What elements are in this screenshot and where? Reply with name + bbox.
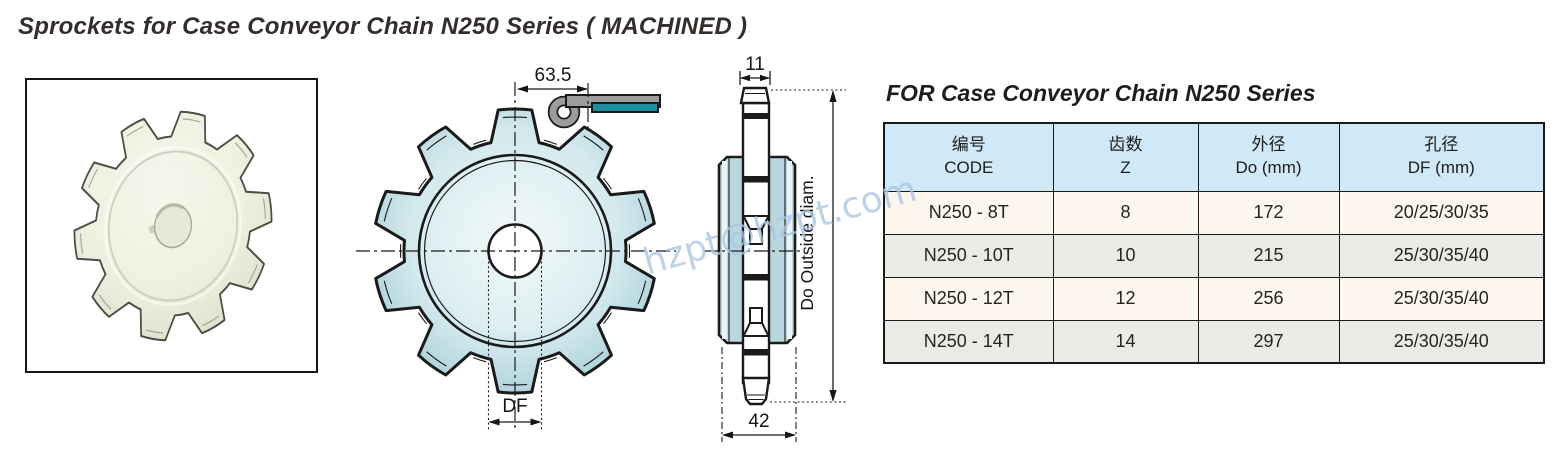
chain-link-attachment bbox=[547, 83, 661, 129]
cell-bore-diameter: 25/30/35/40 bbox=[1338, 276, 1545, 321]
col-header-code-en: CODE bbox=[944, 158, 994, 178]
table-row: N250 - 12T 12 256 25/30/35/40 bbox=[883, 276, 1545, 321]
dim-df-label: DF bbox=[502, 396, 527, 417]
cell-code: N250 - 10T bbox=[883, 233, 1054, 278]
technical-drawing: 63.5 DF bbox=[356, 54, 846, 442]
dim-63-5: 63.5 bbox=[517, 65, 588, 93]
col-header-bore-diameter-en: DF (mm) bbox=[1407, 158, 1475, 178]
cell-outer-diameter: 172 bbox=[1197, 190, 1340, 235]
dim-63-5-label: 63.5 bbox=[535, 65, 572, 86]
cell-teeth: 14 bbox=[1052, 319, 1199, 364]
col-header-outer-diameter: 外径 Do (mm) bbox=[1197, 122, 1340, 192]
col-header-teeth-zh: 齿数 bbox=[1108, 135, 1143, 155]
spec-table-header: 编号 CODE 齿数 Z 外径 Do (mm) 孔径 DF (mm) bbox=[883, 122, 1545, 192]
dim-42-label: 42 bbox=[748, 411, 769, 432]
sprocket-side-view bbox=[704, 86, 801, 406]
cell-bore-diameter: 20/25/30/35 bbox=[1338, 190, 1545, 235]
table-heading: FOR Case Conveyor Chain N250 Series bbox=[886, 80, 1316, 106]
cell-code: N250 - 14T bbox=[883, 319, 1054, 364]
cell-code: N250 - 12T bbox=[883, 276, 1054, 321]
col-header-teeth: 齿数 Z bbox=[1052, 122, 1199, 192]
table-row: N250 - 10T 10 215 25/30/35/40 bbox=[883, 233, 1545, 278]
cell-code: N250 - 8T bbox=[883, 190, 1054, 235]
dim-11: 11 bbox=[739, 54, 771, 85]
cell-outer-diameter: 215 bbox=[1197, 233, 1340, 278]
table-row: N250 - 8T 8 172 20/25/30/35 bbox=[883, 190, 1545, 235]
dim-df: DF bbox=[487, 257, 543, 430]
cell-bore-diameter: 25/30/35/40 bbox=[1338, 319, 1545, 364]
col-header-bore-diameter-zh: 孔径 bbox=[1424, 135, 1459, 155]
spec-table: 编号 CODE 齿数 Z 外径 Do (mm) 孔径 DF (mm) bbox=[883, 122, 1545, 364]
dim-42: 42 bbox=[721, 347, 797, 442]
col-header-bore-diameter: 孔径 DF (mm) bbox=[1338, 122, 1545, 192]
sprocket-photo-gear bbox=[73, 110, 273, 342]
product-photo-frame bbox=[25, 78, 318, 373]
cell-teeth: 10 bbox=[1052, 233, 1199, 278]
cell-teeth: 12 bbox=[1052, 276, 1199, 321]
dim-11-label: 11 bbox=[745, 54, 765, 75]
col-header-teeth-en: Z bbox=[1120, 158, 1131, 178]
cell-outer-diameter: 256 bbox=[1197, 276, 1340, 321]
table-row: N250 - 14T 14 297 25/30/35/40 bbox=[883, 319, 1545, 364]
col-header-outer-diameter-en: Do (mm) bbox=[1235, 158, 1302, 178]
sprocket-photo bbox=[73, 110, 273, 342]
col-header-outer-diameter-zh: 外径 bbox=[1251, 135, 1286, 155]
col-header-code-zh: 编号 bbox=[951, 135, 986, 155]
cell-outer-diameter: 297 bbox=[1197, 319, 1340, 364]
col-header-code: 编号 CODE bbox=[883, 122, 1054, 192]
dim-outside-diameter: Do Outside diam. bbox=[770, 89, 846, 403]
page-title: Sprockets for Case Conveyor Chain N250 S… bbox=[18, 13, 748, 40]
dim-do-label: Do Outside diam. bbox=[797, 175, 817, 310]
cell-teeth: 8 bbox=[1052, 190, 1199, 235]
sprocket-front-view bbox=[356, 82, 676, 431]
link-plate bbox=[591, 102, 659, 113]
cell-bore-diameter: 25/30/35/40 bbox=[1338, 233, 1545, 278]
